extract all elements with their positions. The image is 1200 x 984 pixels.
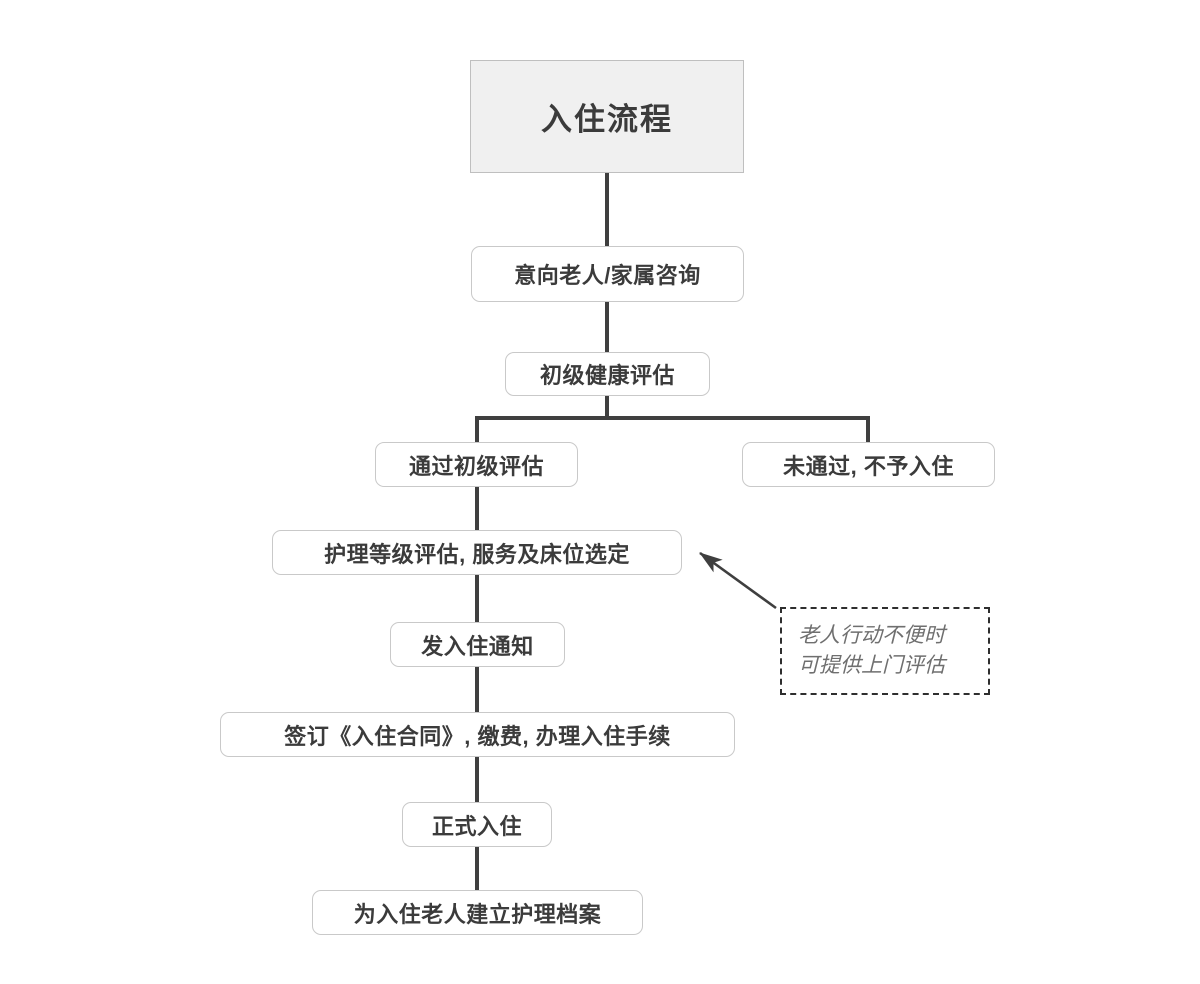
- node-rejected-label: 未通过, 不予入住: [783, 453, 954, 479]
- node-notice[interactable]: 发入住通知: [390, 622, 565, 667]
- note-line-1: 老人行动不便时: [798, 624, 945, 648]
- node-record[interactable]: 为入住老人建立护理档案: [312, 890, 643, 935]
- node-admitted-label: 正式入住: [431, 813, 522, 839]
- node-care-level-label: 护理等级评估, 服务及床位选定: [324, 541, 630, 567]
- node-title[interactable]: 入住流程: [470, 60, 744, 173]
- node-screening-label: 初级健康评估: [539, 363, 675, 388]
- node-passed-label: 通过初级评估: [408, 453, 544, 479]
- node-notice-label: 发入住通知: [421, 633, 534, 659]
- edge-note-to-care-level: [699, 551, 777, 610]
- node-inquiry[interactable]: 意向老人/家属咨询: [471, 246, 744, 302]
- note-line-2: 可提供上门评估: [798, 654, 945, 677]
- note-home-assessment[interactable]: 老人行动不便时 可提供上门评估: [780, 607, 990, 695]
- node-screening[interactable]: 初级健康评估: [505, 352, 710, 396]
- node-title-label: 入住流程: [541, 102, 673, 137]
- node-contract[interactable]: 签订《入住合同》, 缴费, 办理入住手续: [220, 712, 735, 757]
- node-care-level[interactable]: 护理等级评估, 服务及床位选定: [272, 530, 682, 575]
- node-record-label: 为入住老人建立护理档案: [353, 901, 602, 927]
- node-rejected[interactable]: 未通过, 不予入住: [742, 442, 995, 487]
- node-admitted[interactable]: 正式入住: [402, 802, 552, 847]
- node-contract-label: 签订《入住合同》, 缴费, 办理入住手续: [284, 723, 671, 749]
- node-inquiry-label: 意向老人/家属咨询: [514, 263, 701, 288]
- node-passed[interactable]: 通过初级评估: [375, 442, 578, 487]
